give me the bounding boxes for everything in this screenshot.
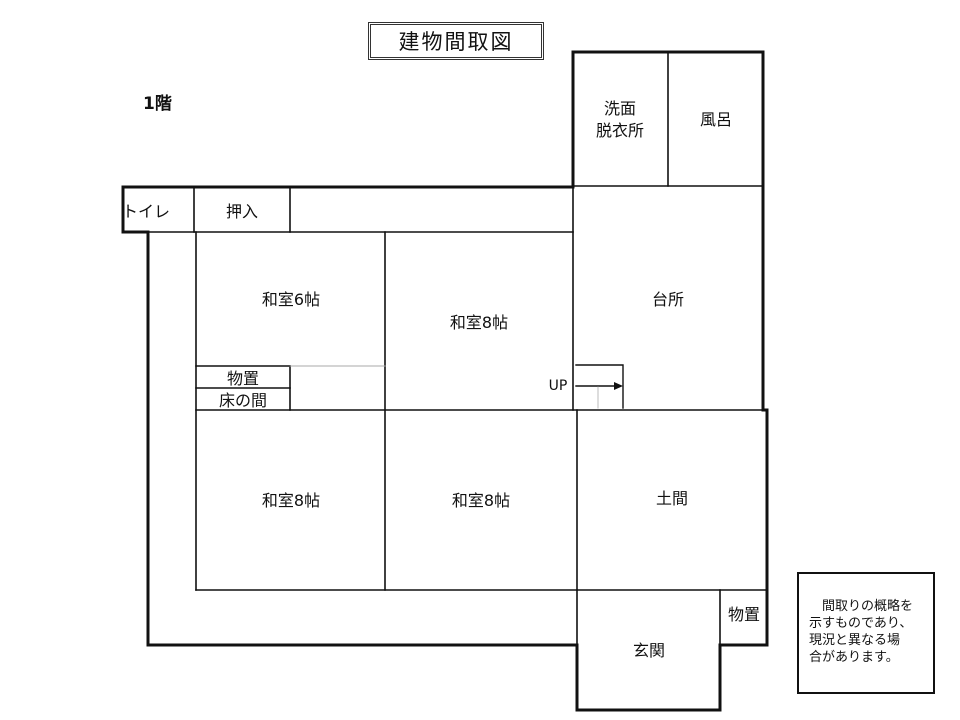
room-monooki-east: 物置 [728, 605, 760, 624]
room-furo: 風呂 [700, 110, 732, 129]
room-tokonoma: 床の間 [219, 391, 267, 410]
room-labels: トイレ 押入 洗面 脱衣所 風呂 和室6帖 和室8帖 台所 物置 床の間 UP … [122, 99, 760, 660]
room-senmen-line1: 洗面 [604, 99, 636, 118]
room-washitsu-8-north: 和室8帖 [450, 313, 508, 332]
note-line-4: 合があります。 [809, 650, 899, 665]
up-arrow-icon [614, 382, 623, 390]
outer-walls [121, 50, 769, 712]
note-line-1: 間取りの概略を [809, 599, 914, 614]
note-line-2: 示すものであり、 [809, 616, 913, 631]
main-outer-wall [121, 185, 769, 712]
room-washitsu-8-south: 和室8帖 [452, 491, 510, 510]
disclaimer-note: 間取りの概略を 示すものであり、 現況と異なる場 合があります。 [797, 572, 935, 694]
stair-up-label: UP [549, 378, 568, 394]
floor-label: 1階 [143, 94, 172, 114]
room-senmen-line2: 脱衣所 [596, 121, 644, 140]
room-monooki-west: 物置 [227, 369, 259, 388]
note-line-3: 現況と異なる場 [809, 633, 901, 648]
stair [575, 364, 624, 409]
room-genkan: 玄関 [633, 641, 665, 660]
room-doma: 土間 [656, 489, 688, 508]
interior-walls [147, 51, 768, 646]
room-daidokoro: 台所 [652, 290, 684, 309]
room-washitsu-8-southwest: 和室8帖 [262, 491, 320, 510]
room-oshiire: 押入 [226, 202, 258, 221]
room-washitsu-6: 和室6帖 [262, 290, 320, 309]
room-toilet: トイレ [122, 202, 170, 221]
plan-title: 建物間取図 [368, 22, 544, 60]
